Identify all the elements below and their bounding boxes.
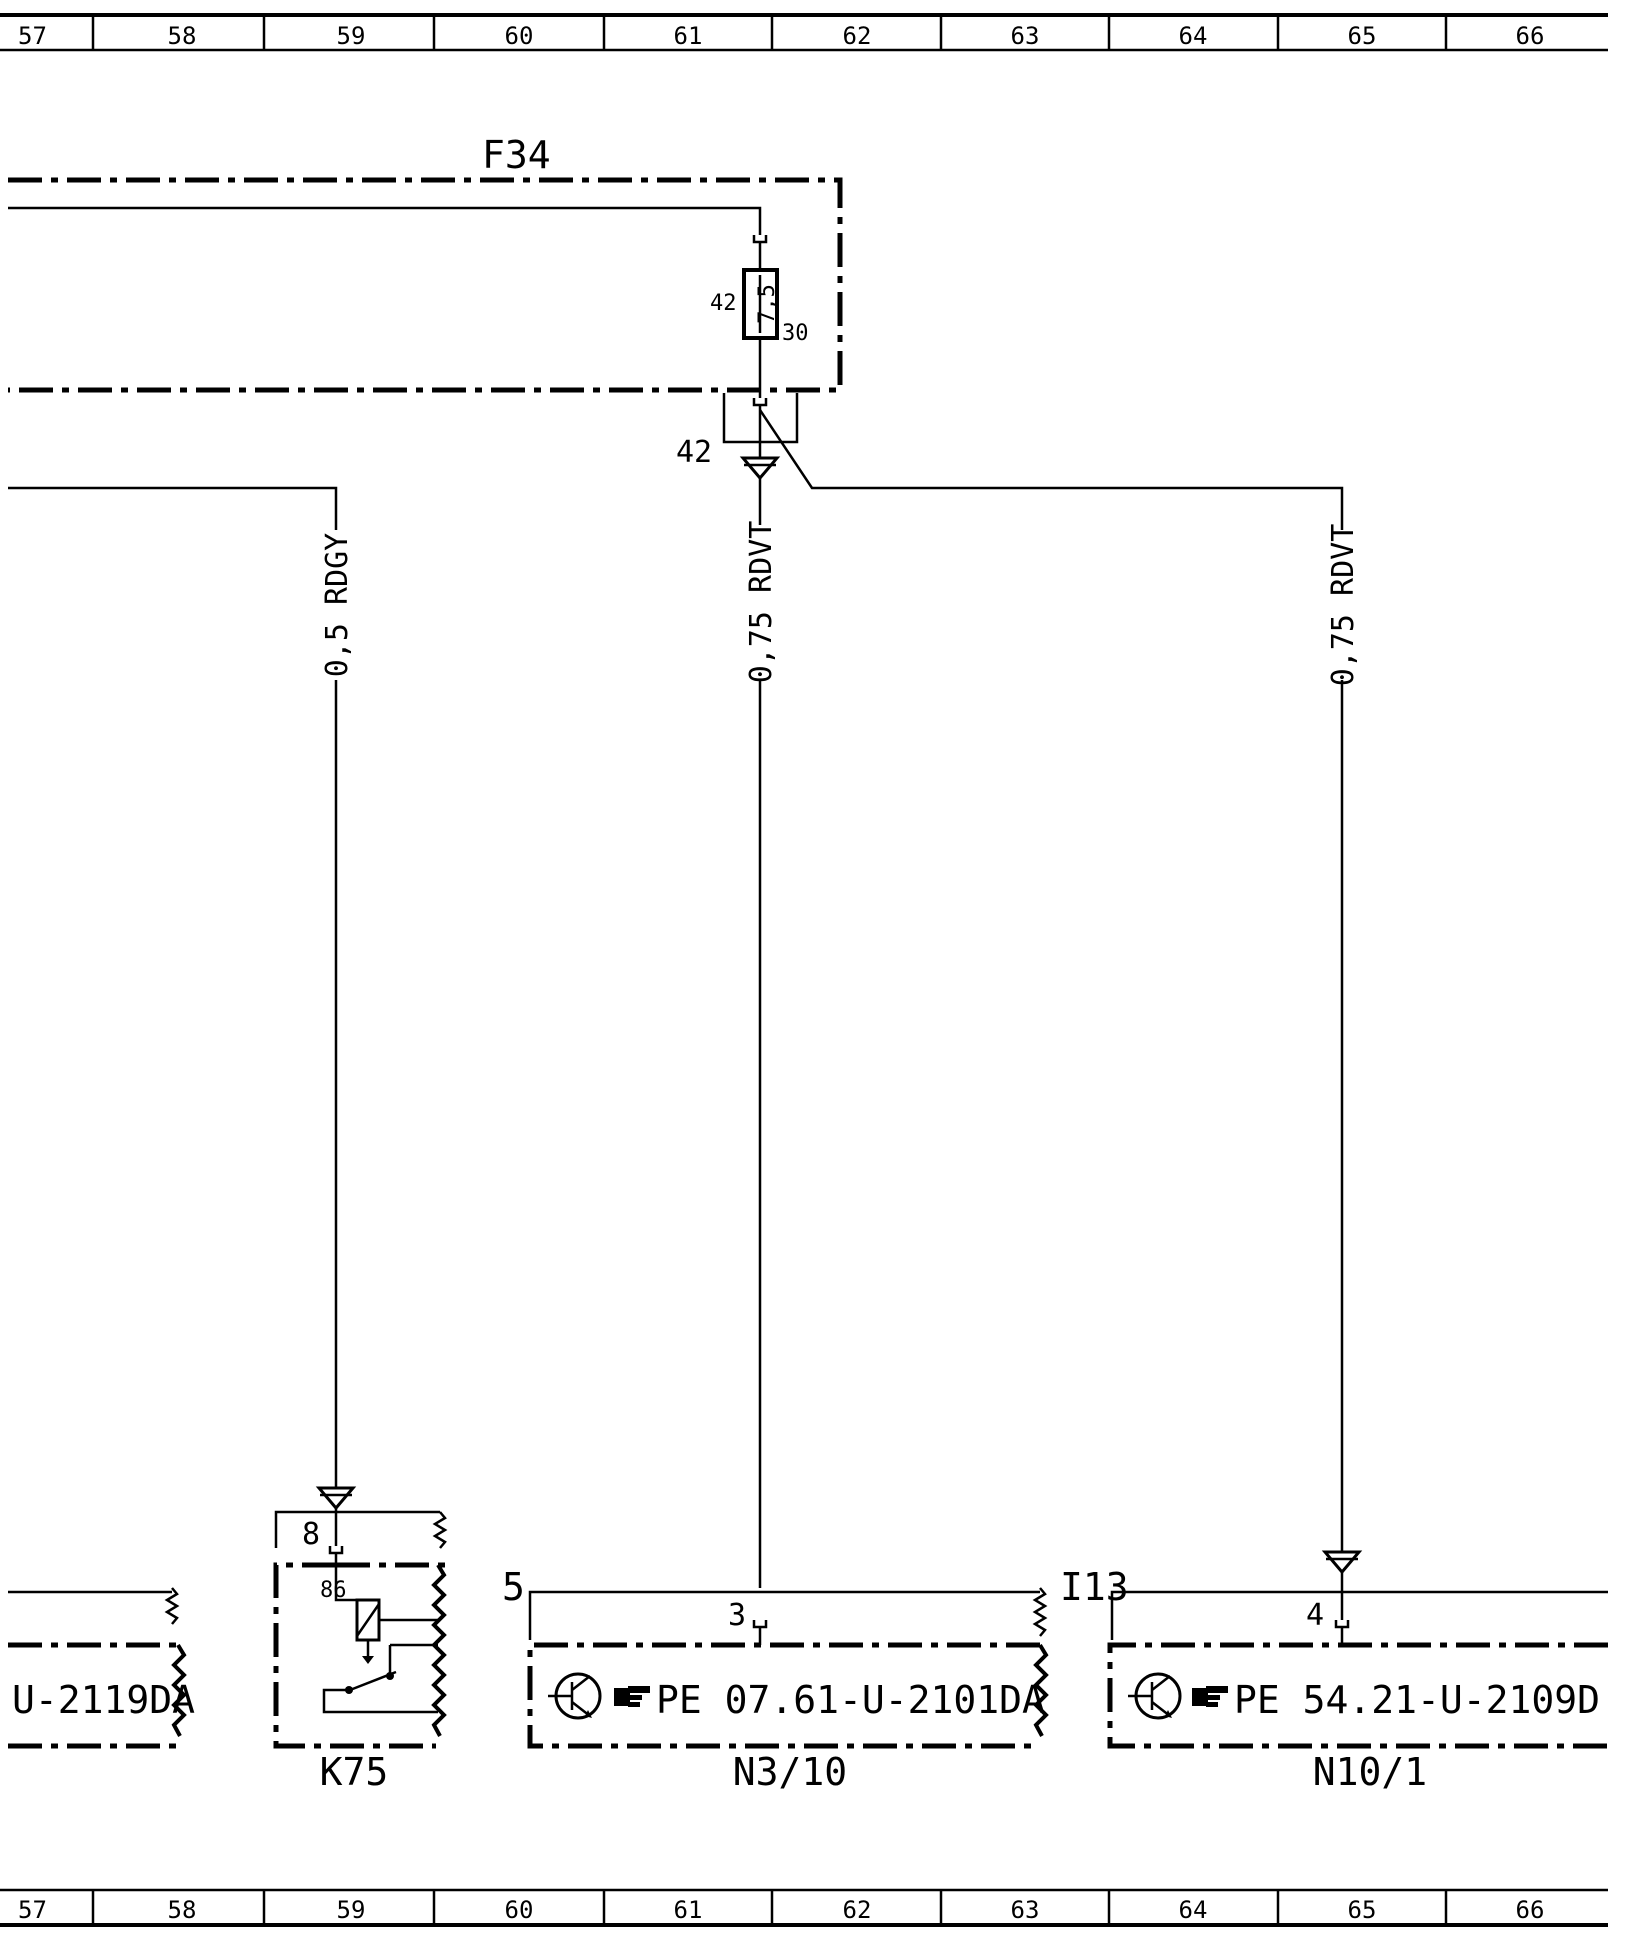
terminal-42: 42 <box>676 393 1344 530</box>
fuse-box-label: F34 <box>482 133 551 177</box>
wire-rdvt-middle: 0,75 RDVT <box>744 478 779 1588</box>
ruler-col-63: 63 <box>1011 1896 1040 1924</box>
n10-1-label: N10/1 <box>1313 1750 1427 1794</box>
top-ruler: 57 58 59 60 61 62 63 64 65 66 <box>0 13 1608 52</box>
wire-arrow-icon <box>1321 1550 1363 1575</box>
ruler-col-64: 64 <box>1179 1896 1208 1924</box>
n3-10-connector: 5 <box>502 1565 525 1609</box>
wire-rdvt-right: 0,75 RDVT <box>1321 524 1363 1575</box>
ruler-col-63: 63 <box>1011 22 1040 50</box>
n3-10-label: N3/10 <box>733 1750 847 1794</box>
ruler-col-59: 59 <box>337 1896 366 1924</box>
ruler-col-57: 57 <box>18 1896 47 1924</box>
ruler-col-60: 60 <box>505 22 534 50</box>
ruler-col-62: 62 <box>843 22 872 50</box>
ruler-col-58: 58 <box>168 1896 197 1924</box>
n10-1-ref: PE 54.21-U-2109D <box>1234 1678 1600 1722</box>
fuse-pin-out: 30 <box>782 321 809 346</box>
transistor-icon <box>1128 1672 1182 1720</box>
ruler-col-60: 60 <box>505 1896 534 1924</box>
n10-1-module: I13 4 PE 54.21-U-2109D N10/1 <box>1060 1565 1608 1794</box>
k75-relay: 8 86 K75 <box>273 1508 448 1794</box>
left-module: U-2119DA <box>8 1587 195 1749</box>
reference-hand-icon <box>614 1686 650 1707</box>
n10-1-connector: I13 <box>1060 1565 1129 1609</box>
k75-connector-pin: 8 <box>302 1517 320 1552</box>
wire-arrow-icon <box>315 1486 357 1511</box>
ruler-col-66: 66 <box>1516 22 1545 50</box>
ruler-col-61: 61 <box>674 1896 703 1924</box>
k75-label: K75 <box>320 1750 389 1794</box>
n3-10-ref: PE 07.61-U-2101DA <box>656 1678 1045 1722</box>
n10-1-pin: 4 <box>1306 1598 1324 1633</box>
ruler-col-59: 59 <box>337 22 366 50</box>
left-module-ref: U-2119DA <box>12 1678 195 1722</box>
ruler-col-62: 62 <box>843 1896 872 1924</box>
wire-rdgy: 0,5 RDGY <box>8 486 357 1511</box>
wire-label-rdvt-2: 0,75 RDVT <box>1326 524 1361 687</box>
ruler-col-61: 61 <box>674 22 703 50</box>
n3-10-pin: 3 <box>728 1598 746 1633</box>
wire-label-rdgy: 0,5 RDGY <box>320 533 355 678</box>
ruler-col-57: 57 <box>18 22 47 50</box>
ruler-col-65: 65 <box>1348 22 1377 50</box>
n3-10-module: 5 3 PE 07.61-U-2101DA N3/10 <box>502 1565 1049 1794</box>
bottom-ruler: 57 58 59 60 61 62 63 64 65 66 <box>0 1888 1608 1927</box>
fuse-pin-in: 42 <box>710 291 737 316</box>
ruler-col-58: 58 <box>168 22 197 50</box>
ruler-col-64: 64 <box>1179 22 1208 50</box>
ruler-col-66: 66 <box>1516 1896 1545 1924</box>
ruler-col-65: 65 <box>1348 1896 1377 1924</box>
fuse-rating: 7,5 <box>755 284 780 324</box>
wire-label-rdvt-1: 0,75 RDVT <box>744 521 779 684</box>
ground-arrow-icon <box>739 456 781 481</box>
transistor-icon <box>548 1672 602 1720</box>
fuse-box-f34: F34 7,5 42 30 <box>8 133 843 407</box>
reference-hand-icon <box>1192 1686 1228 1707</box>
terminal-42-label: 42 <box>676 435 712 470</box>
